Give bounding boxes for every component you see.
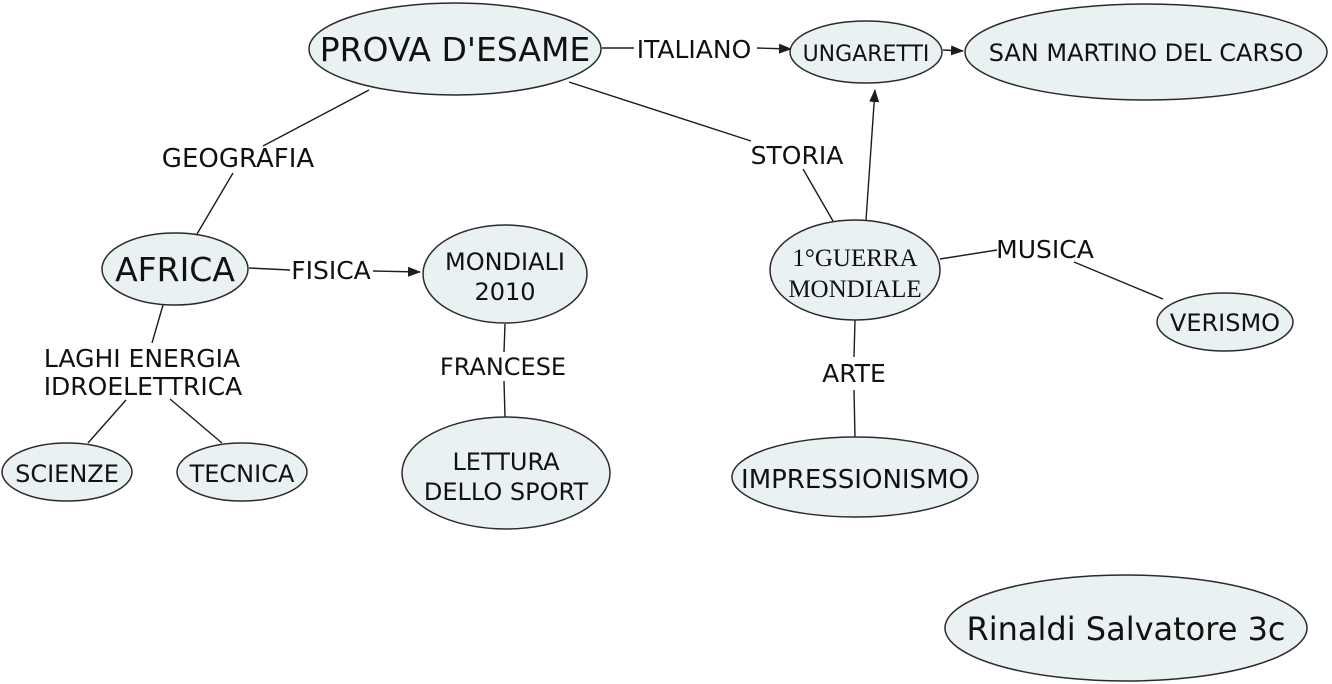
node-ellipse: [176, 442, 308, 502]
edge-prova-geografia: [262, 89, 370, 147]
node-impressionismo[interactable]: IMPRESSIONISMO: [731, 436, 979, 518]
node-ellipse: [769, 219, 941, 321]
edge-label-laghi-line2: IDROELETTRICA: [44, 372, 243, 401]
edge-africa-laghi: [151, 304, 164, 344]
node-label: PROVA D'ESAME: [320, 30, 591, 69]
node-verismo[interactable]: VERISMO: [1156, 292, 1294, 352]
node-label-line1: MONDIALI: [445, 248, 565, 276]
node-label-line1: 1°GUERRA: [792, 245, 917, 272]
node-ellipse: [401, 416, 611, 530]
node-label: TECNICA: [189, 460, 295, 488]
edge-ungaretti-sanmartino-arrow: [942, 45, 964, 56]
edge-label-geografia: GEOGRAFIA: [162, 144, 315, 174]
node-africa[interactable]: AFRICA: [101, 232, 249, 306]
edge-label-fisica: FISICA: [291, 256, 371, 285]
node-ellipse: [789, 20, 943, 84]
edge-storia-guerra: [802, 168, 834, 222]
node-label-line1: LETTURA: [452, 448, 560, 476]
edge-label-francese: FRANCESE: [440, 353, 566, 381]
edge-prova-storia: [568, 81, 752, 142]
node-ellipse: [422, 224, 588, 324]
node-prima-guerra-mondiale[interactable]: 1°GUERRA MONDIALE: [769, 219, 941, 321]
node-ellipse: [101, 232, 249, 306]
node-label: IMPRESSIONISMO: [741, 465, 969, 495]
edge-geografia-africa: [196, 172, 234, 235]
node-ellipse: [308, 2, 602, 96]
node-ellipse: [731, 436, 979, 518]
node-ellipse: [964, 3, 1328, 101]
node-ellipse: [944, 574, 1308, 682]
edge-guerra-musica: [939, 249, 998, 260]
edge-labels: ITALIANO GEOGRAFIA STORIA FISICA LAGHI E…: [44, 35, 1094, 401]
node-label: Rinaldi Salvatore 3c: [966, 610, 1285, 648]
node-ellipse: [1156, 292, 1294, 352]
edge-guerra-ungaretti-arrow: [865, 89, 880, 221]
node-prova-desame[interactable]: PROVA D'ESAME: [308, 2, 602, 96]
node-label-line2: MONDIALE: [788, 276, 921, 303]
edge-musica-verismo: [1073, 261, 1164, 300]
edge-label-musica: MUSICA: [996, 235, 1094, 264]
edge-laghi-tecnica: [169, 398, 223, 444]
node-ellipse: [1, 442, 133, 502]
edge-guerra-arte: [853, 319, 856, 358]
edge-label-italiano: ITALIANO: [637, 35, 752, 64]
node-scienze[interactable]: SCIENZE: [1, 442, 133, 502]
node-author[interactable]: Rinaldi Salvatore 3c: [944, 574, 1308, 682]
edge-arte-impressionismo: [853, 389, 856, 438]
edge-africa-fisica: [248, 267, 291, 271]
edge-francese-lettura: [503, 380, 506, 418]
node-label: UNGARETTI: [803, 42, 930, 67]
node-label: AFRICA: [115, 250, 235, 289]
edges: [87, 43, 1164, 444]
edge-label-storia: STORIA: [751, 141, 844, 170]
node-label: SAN MARTINO DEL CARSO: [989, 39, 1304, 67]
edge-laghi-scienze: [87, 399, 127, 444]
node-tecnica[interactable]: TECNICA: [176, 442, 308, 502]
edge-label-arte: ARTE: [822, 359, 886, 388]
node-lettura-dello-sport[interactable]: LETTURA DELLO SPORT: [401, 416, 611, 530]
node-label: SCIENZE: [15, 460, 119, 488]
node-label-line2: DELLO SPORT: [424, 478, 589, 506]
node-san-martino-del-carso[interactable]: SAN MARTINO DEL CARSO: [964, 3, 1328, 101]
edge-italiano-ungaretti-arrow: [756, 43, 792, 54]
edge-label-laghi-line1: LAGHI ENERGIA: [44, 344, 240, 373]
node-label-line2: 2010: [474, 278, 535, 306]
edge-mondiali-francese: [503, 323, 506, 353]
edge-fisica-mondiali-arrow: [372, 266, 421, 277]
node-label: VERISMO: [1170, 309, 1280, 337]
node-mondiali-2010[interactable]: MONDIALI 2010: [422, 224, 588, 324]
node-ungaretti[interactable]: UNGARETTI: [789, 20, 943, 84]
